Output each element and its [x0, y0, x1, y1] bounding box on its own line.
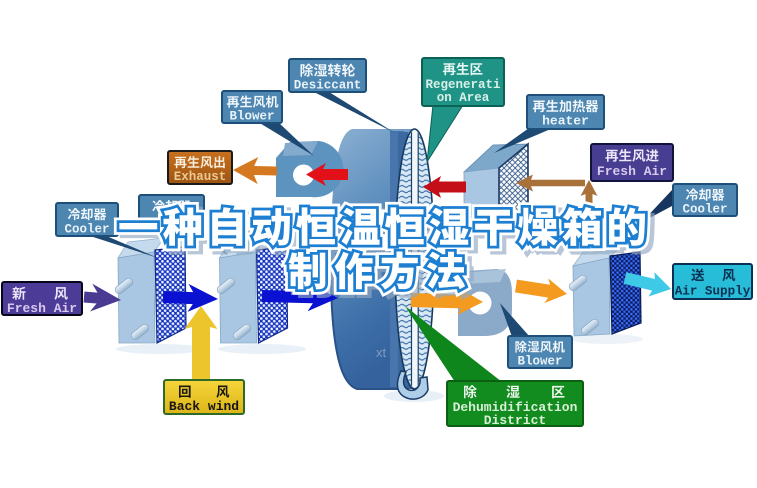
- svg-text:Cooler: Cooler: [64, 223, 109, 237]
- svg-text:District: District: [484, 413, 546, 428]
- svg-text:Regenerati: Regenerati: [425, 78, 500, 92]
- svg-text:Fresh Air: Fresh Air: [597, 164, 667, 179]
- svg-text:Blower: Blower: [229, 110, 274, 124]
- svg-text:Exhaust: Exhaust: [174, 170, 227, 184]
- svg-text:Desiccant: Desiccant: [294, 79, 362, 93]
- svg-text:xt: xt: [376, 345, 387, 360]
- svg-text:Fresh Air: Fresh Air: [7, 301, 77, 316]
- svg-text:Air Supply: Air Supply: [675, 285, 751, 299]
- svg-text:Dehumidification: Dehumidification: [453, 400, 578, 415]
- svg-text:Blower: Blower: [517, 355, 562, 369]
- svg-text:heater: heater: [542, 114, 589, 129]
- svg-text:on Area: on Area: [437, 91, 490, 105]
- svg-text:Back wind: Back wind: [169, 399, 239, 414]
- svg-text:Cooler: Cooler: [682, 203, 727, 217]
